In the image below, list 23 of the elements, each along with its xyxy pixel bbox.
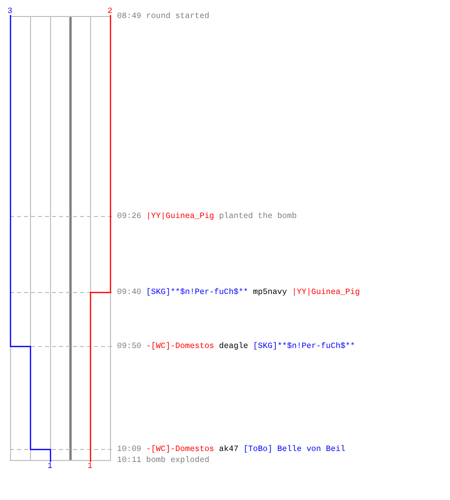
event-time: 09:40 <box>117 288 142 296</box>
event-time: 10:11 <box>117 456 142 464</box>
player-count: 2 <box>108 6 112 16</box>
player-count: 1 <box>88 462 92 470</box>
event-text: planted the bomb <box>219 212 297 220</box>
weapon-name: ak47 <box>219 444 238 454</box>
event-time: 09:50 <box>117 342 142 350</box>
event-time: 08:49 <box>117 12 142 20</box>
player-name: |YY|Guinea_Pig <box>292 288 360 296</box>
player-name: [ToBo] Belle von Beil <box>243 444 346 454</box>
player-name: [SKG]**$n!Per-fuCh$** <box>253 342 356 350</box>
event-text: round started <box>146 12 210 20</box>
player-count: 3 <box>8 6 12 16</box>
player-name: -[WC]-Domestos <box>146 342 214 350</box>
event-time: 09:26 <box>117 212 142 220</box>
weapon-name: mp5navy <box>253 288 288 296</box>
player-name: [SKG]**$n!Per-fuCh$** <box>146 288 248 296</box>
event-time: 10:09 <box>117 444 142 454</box>
weapon-name: deagle <box>219 342 248 350</box>
player-name: |YY|Guinea_Pig <box>146 212 214 220</box>
event-text: bomb exploded <box>146 456 210 464</box>
player-count: 1 <box>48 462 52 470</box>
player-name: -[WC]-Domestos <box>146 444 214 454</box>
